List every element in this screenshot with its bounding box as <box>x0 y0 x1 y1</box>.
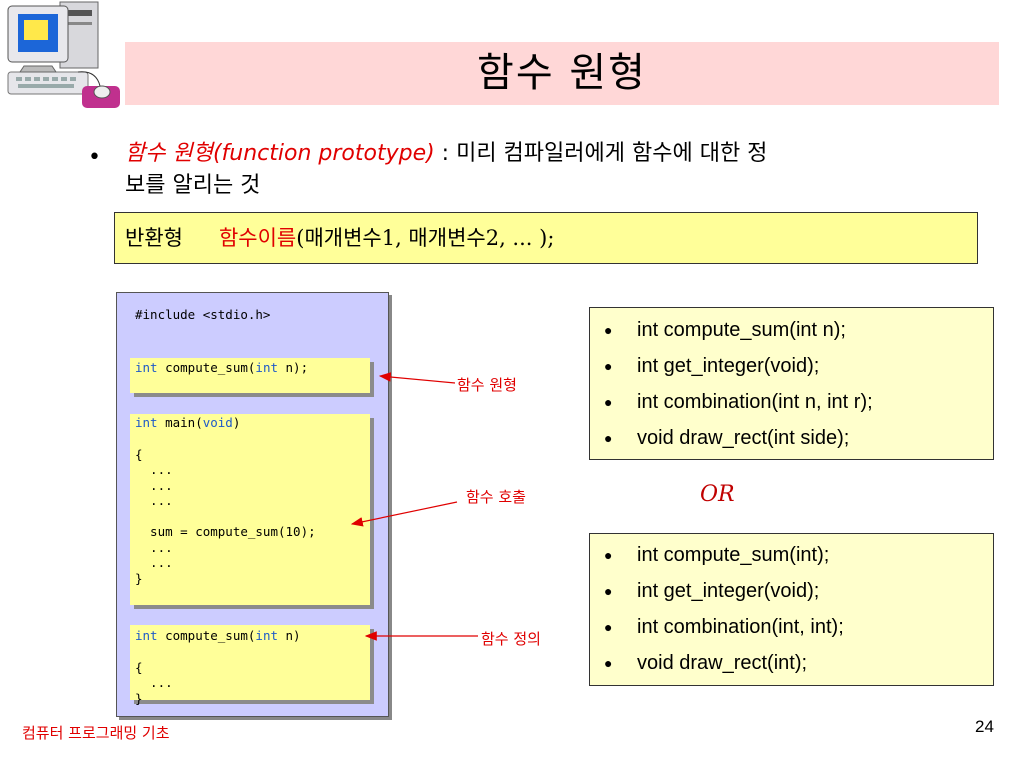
function-name-label: 함수이름 <box>218 226 297 250</box>
main-code-header: int main(void) <box>135 415 241 430</box>
list-item: ●int combination(int n, int r); <box>604 391 873 413</box>
code-line: } <box>135 570 143 586</box>
list-item: ●int get_integer(void); <box>604 580 820 602</box>
list-item: ●void draw_rect(int); <box>604 652 808 674</box>
bullet-marker: • <box>88 145 101 170</box>
term-highlight: 함수 원형(function prototype) <box>125 141 435 166</box>
return-type-label: 반환형 <box>125 226 183 250</box>
computer-icon <box>7 1 120 108</box>
list-item: ●int get_integer(void); <box>604 355 820 377</box>
bullet-text-continued: 보를 알리는 것 <box>125 173 261 198</box>
annotation-definition: 함수 정의 <box>481 630 541 648</box>
bullet-text: 함수 원형(function prototype) : 미리 컴파일러에게 함수… <box>125 138 995 170</box>
code-line: { <box>135 446 143 462</box>
list-item: ●int compute_sum(int); <box>604 544 830 566</box>
title-bar <box>125 42 999 105</box>
prototype-code-block <box>130 358 370 393</box>
code-line: ... <box>135 477 173 493</box>
arrow-prototype <box>378 372 456 384</box>
code-line: ... <box>135 675 173 690</box>
params-label: (매개변수1, 매개변수2, ... ); <box>296 226 555 250</box>
prototype-list-unnamed: ●int compute_sum(int); ●int get_integer(… <box>589 533 994 686</box>
code-line: ... <box>135 493 173 508</box>
annotation-call: 함수 호출 <box>466 488 526 506</box>
definition-code-block <box>130 625 370 700</box>
arrow-call <box>350 501 458 527</box>
bullet-description: : 미리 컴파일러에게 함수에 대한 정 <box>434 141 768 166</box>
main-code-block <box>130 414 370 605</box>
list-item: ●int compute_sum(int n); <box>604 319 846 341</box>
slide-title: 함수 원형 <box>477 50 647 96</box>
main-code-body: { ... ... ... sum = compute_sum(10); ...… <box>135 431 316 602</box>
footer-text: 컴퓨터 프로그래밍 기초 <box>22 724 170 742</box>
prototype-syntax-box: 반환형 함수이름(매개변수1, 매개변수2, ... ); <box>114 212 978 264</box>
definition-code-header: int compute_sum(int n) <box>135 628 301 643</box>
page-number: 24 <box>975 717 994 736</box>
code-line: ... <box>135 539 173 555</box>
code-line: ... <box>135 462 173 477</box>
or-label: OR <box>700 482 735 507</box>
prototype-code-line: int compute_sum(int n); <box>135 360 309 375</box>
code-line: ... <box>135 555 173 570</box>
prototype-list-named: ●int compute_sum(int n); ●int get_intege… <box>589 307 994 460</box>
code-line: sum = compute_sum(10); <box>135 524 316 539</box>
code-line: { <box>135 659 143 675</box>
list-item: ●int combination(int, int); <box>604 616 844 638</box>
annotation-prototype: 함수 원형 <box>457 376 517 394</box>
include-line: #include <stdio.h> <box>135 307 271 322</box>
definition-code-body: { ...} <box>135 644 173 722</box>
code-line: } <box>135 690 143 706</box>
list-item: ●void draw_rect(int side); <box>604 427 850 449</box>
